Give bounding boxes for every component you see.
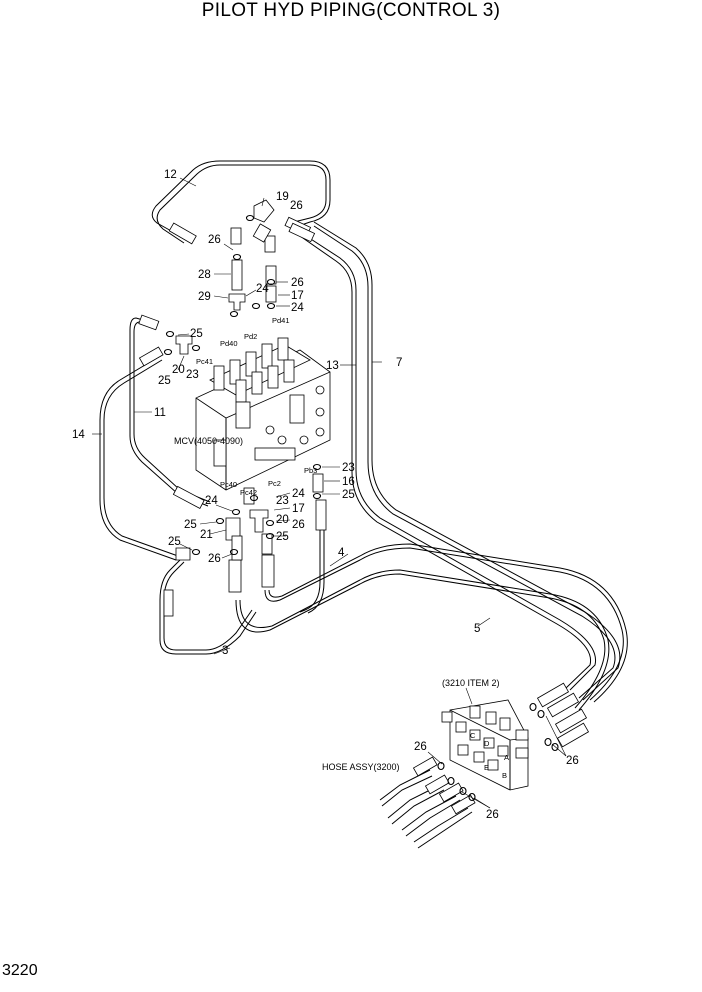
callout-23: 23 xyxy=(342,462,355,474)
page-number: 3220 xyxy=(2,962,38,979)
callout-28: 28 xyxy=(198,269,211,281)
port-pd41: Pd41 xyxy=(272,316,290,325)
callout-26: 26 xyxy=(291,277,304,289)
callout-17: 17 xyxy=(292,503,305,515)
port-pc41: Pc41 xyxy=(196,357,213,366)
callout-21: 21 xyxy=(200,529,213,541)
port-a: A xyxy=(504,753,509,762)
callout-19: 19 xyxy=(276,191,289,203)
callout-25: 25 xyxy=(184,519,197,531)
port-pc2: Pc2 xyxy=(268,479,281,488)
callout-25: 25 xyxy=(276,531,289,543)
hose-14 xyxy=(99,355,179,561)
port-b: B xyxy=(502,771,507,780)
mcv-note: MCV(4050-4090) xyxy=(174,436,243,446)
callout-25: 25 xyxy=(342,489,355,501)
callout-26: 26 xyxy=(208,234,221,246)
hose-3 xyxy=(159,559,257,655)
port-c: C xyxy=(470,731,476,740)
callout-24: 24 xyxy=(256,283,269,295)
callout-13: 13 xyxy=(326,360,339,372)
callout-12: 12 xyxy=(164,169,177,181)
hose-13-7 xyxy=(299,221,621,701)
callout-11: 11 xyxy=(154,407,166,419)
port-pb3: Pb3 xyxy=(304,466,317,475)
callout-17: 17 xyxy=(291,290,304,302)
port-pc42: Pc42 xyxy=(240,488,257,497)
leader-lines xyxy=(92,177,567,809)
port-labels: Pd40 Pd2 Pd41 Pc41 Pc40 Pc42 Pc2 Pb3 A B… xyxy=(196,316,509,780)
callout-4: 4 xyxy=(338,547,345,559)
callout-26: 26 xyxy=(290,200,303,212)
callout-29: 29 xyxy=(198,291,211,303)
callout-26: 26 xyxy=(414,741,427,753)
callout-20: 20 xyxy=(276,514,289,526)
callout-25: 25 xyxy=(168,536,181,548)
callout-5: 5 xyxy=(474,623,480,635)
hose-assy-note: HOSE ASSY(3200) xyxy=(322,762,400,772)
callout-26: 26 xyxy=(208,553,221,565)
callout-23: 23 xyxy=(276,495,289,507)
callout-24: 24 xyxy=(291,302,304,314)
fittings xyxy=(175,199,324,561)
callout-26: 26 xyxy=(486,809,499,821)
callout-23: 23 xyxy=(186,369,199,381)
port-pd2: Pd2 xyxy=(244,332,257,341)
port-pc40: Pc40 xyxy=(220,480,237,489)
hose-fittings xyxy=(138,216,590,815)
page-title: PILOT HYD PIPING(CONTROL 3) xyxy=(201,0,501,21)
port-d: D xyxy=(484,739,490,748)
callout-26: 26 xyxy=(566,755,579,767)
callout-numbers: 12 19 26 26 28 29 24 26 17 24 25 20 25 2… xyxy=(72,169,579,821)
o-rings xyxy=(163,214,559,802)
distribution-block xyxy=(441,699,529,791)
callout-20: 20 xyxy=(172,364,185,376)
hose-12 xyxy=(152,160,331,242)
callout-3: 3 xyxy=(222,645,228,657)
notes: MCV(4050-4090) (3210 ITEM 2) HOSE ASSY(3… xyxy=(174,436,500,772)
port-pd40: Pd40 xyxy=(220,339,238,348)
callout-24: 24 xyxy=(205,495,218,507)
item-note: (3210 ITEM 2) xyxy=(442,678,500,688)
callout-16: 16 xyxy=(342,476,355,488)
callout-24: 24 xyxy=(292,488,305,500)
callout-7: 7 xyxy=(396,357,402,369)
callout-25: 25 xyxy=(190,328,203,340)
hose-4-5 xyxy=(235,528,628,711)
callout-25: 25 xyxy=(158,375,171,387)
mcv-valve xyxy=(195,337,331,491)
callout-26: 26 xyxy=(292,519,305,531)
hose-11 xyxy=(129,317,211,507)
port-e: E xyxy=(484,763,489,772)
callout-14: 14 xyxy=(72,429,85,441)
